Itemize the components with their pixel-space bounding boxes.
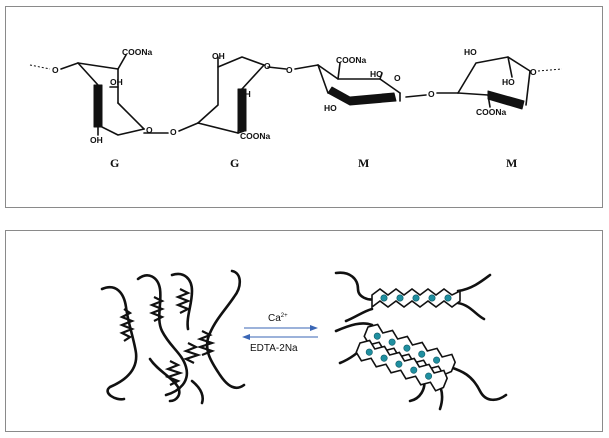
unit-label: G — [230, 156, 239, 170]
linkage-oxygen: O — [170, 127, 177, 137]
hydroxyl-group: HO — [370, 69, 383, 79]
ring-g1 — [77, 54, 145, 136]
chain-continuation-left — [29, 64, 51, 70]
reversible-arrows — [242, 325, 318, 340]
linkage-oxygen: O — [428, 89, 435, 99]
chain-continuation-right — [537, 68, 563, 72]
carboxylate-group: COONa — [336, 55, 367, 65]
alginate-structure-diagram: O COONa OH OH O O — [29, 47, 563, 170]
edta-label: EDTA-2Na — [250, 343, 298, 354]
ring-oxygen: O — [530, 67, 537, 77]
hydroxyl-group: HO — [324, 103, 337, 113]
carboxylate-group: COONa — [122, 47, 153, 57]
hydroxyl-group: OH — [90, 135, 103, 145]
hydroxyl-group: HO — [502, 77, 515, 87]
unit-label: M — [506, 156, 517, 170]
structure-panel: O COONa OH OH O O — [5, 6, 603, 208]
bond — [60, 62, 79, 70]
random-coil-chains — [100, 269, 246, 405]
linkage-oxygen: O — [52, 65, 59, 75]
unit-label: M — [358, 156, 369, 170]
ring-oxygen: O — [146, 125, 153, 135]
carboxylate-group: COONa — [476, 107, 507, 117]
forward-arrow-head — [310, 325, 318, 331]
calcium-ion-label: Ca2+ — [268, 313, 288, 324]
ring-m1 — [317, 62, 401, 106]
hydroxyl-group: HO — [464, 47, 477, 57]
linkage-oxygen: O — [286, 65, 293, 75]
gelation-diagram: Ca2+ EDTA-2Na — [100, 269, 508, 411]
unit-label: G — [110, 156, 119, 170]
egg-box-junctions — [334, 271, 508, 411]
carboxylate-group: COONa — [240, 131, 271, 141]
hydroxyl-group: OH — [110, 77, 123, 87]
ring-oxygen: O — [264, 61, 271, 71]
ring-g2 — [197, 56, 265, 134]
ring-oxygen: O — [394, 73, 401, 83]
reverse-arrow-head — [242, 334, 250, 340]
gelation-panel: Ca2+ EDTA-2Na — [5, 230, 603, 432]
hydroxyl-group: OH — [212, 51, 225, 61]
ring-m2 — [457, 56, 531, 110]
hydroxyl-group: OH — [238, 89, 251, 99]
